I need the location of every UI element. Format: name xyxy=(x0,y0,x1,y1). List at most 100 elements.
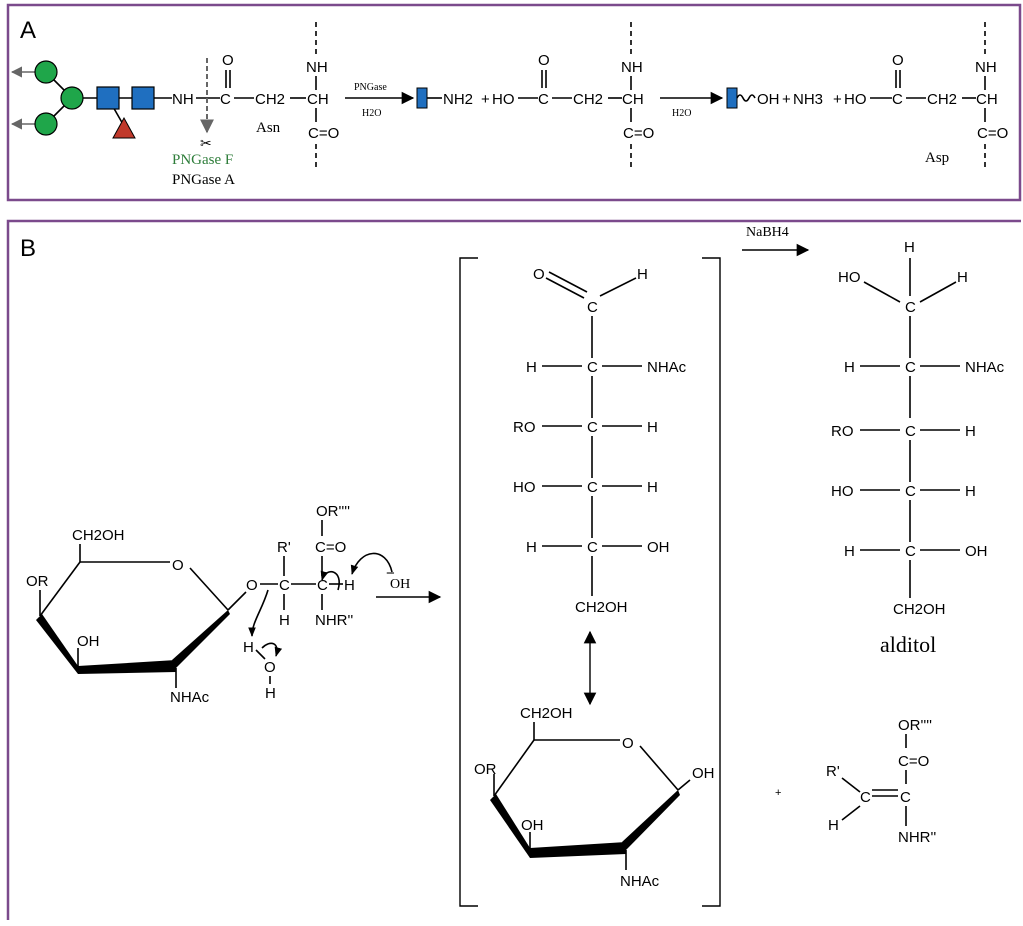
svg-text:C: C xyxy=(220,91,231,108)
svg-text:NHAc: NHAc xyxy=(965,359,1005,376)
panel-a-frame xyxy=(6,3,1022,202)
svg-text:NHAc: NHAc xyxy=(647,359,687,376)
reactant-glcnac-ring xyxy=(36,544,247,688)
svg-text:H: H xyxy=(828,817,839,834)
svg-text:C: C xyxy=(317,577,328,594)
arrow1-water: H2O xyxy=(362,108,381,119)
svg-text:C: C xyxy=(905,483,916,500)
panel-a-label: A xyxy=(20,17,36,44)
svg-text:OR'''': OR'''' xyxy=(898,717,932,734)
svg-text:CH2OH: CH2OH xyxy=(72,527,125,544)
cyclic-glcnac-ring xyxy=(490,722,691,870)
glycan-square xyxy=(416,87,428,109)
svg-text:OR'''': OR'''' xyxy=(316,503,350,520)
svg-text:NHR'': NHR'' xyxy=(898,829,936,846)
svg-text:HO: HO xyxy=(838,269,861,286)
svg-text:CH2: CH2 xyxy=(927,91,957,108)
svg-text:C=O: C=O xyxy=(315,539,346,556)
svg-text:NHAc: NHAc xyxy=(620,873,660,890)
svg-text:RO: RO xyxy=(831,423,854,440)
panel-b-frame xyxy=(6,219,1021,920)
svg-text:C: C xyxy=(279,577,290,594)
plus-sign: + xyxy=(775,787,781,799)
svg-text:H: H xyxy=(647,419,658,436)
pngase-a-label: PNGase A xyxy=(172,172,235,188)
svg-text:H: H xyxy=(957,269,968,286)
svg-text:C: C xyxy=(587,539,598,556)
svg-text:CH2OH: CH2OH xyxy=(575,599,628,616)
svg-text:H: H xyxy=(526,539,537,556)
bracket-right xyxy=(702,257,721,907)
svg-text:CH2: CH2 xyxy=(255,91,285,108)
svg-text:O: O xyxy=(892,52,904,69)
svg-text:H: H xyxy=(243,639,254,656)
svg-text:OH: OH xyxy=(965,543,988,560)
glycan-square-2 xyxy=(726,87,738,109)
svg-text:HO: HO xyxy=(513,479,536,496)
wavy-bond xyxy=(736,94,756,102)
arrow2-water: H2O xyxy=(672,108,691,119)
svg-text:HO: HO xyxy=(844,91,867,108)
svg-text:HO: HO xyxy=(492,91,515,108)
dehydro-product: OR'''' C=O R' C C H NHR'' xyxy=(826,717,936,846)
svg-text:H: H xyxy=(279,612,290,629)
curved-arrow-bond xyxy=(320,570,340,591)
svg-text:C: C xyxy=(905,359,916,376)
svg-text:C=O: C=O xyxy=(308,125,339,142)
scissors-icon: ✂ xyxy=(200,135,212,151)
svg-text:+: + xyxy=(782,91,791,108)
svg-text:H: H xyxy=(844,359,855,376)
svg-text:CH2OH: CH2OH xyxy=(520,705,573,722)
svg-text:R': R' xyxy=(277,539,291,556)
svg-text:H: H xyxy=(965,483,976,500)
svg-text:OH: OH xyxy=(692,765,715,782)
svg-text:H: H xyxy=(344,577,355,594)
mannose-circle-bottom xyxy=(34,112,58,136)
svg-text:O: O xyxy=(264,659,276,676)
svg-text:−: − xyxy=(386,565,395,582)
svg-text:H: H xyxy=(844,543,855,560)
curved-arrow-hydroxide xyxy=(350,552,393,575)
fucose-triangle xyxy=(112,116,136,139)
pngase-f-label: PNGase F xyxy=(172,152,233,168)
glcnac-square-1 xyxy=(96,86,120,110)
alditol-label: alditol xyxy=(880,632,936,657)
svg-text:C: C xyxy=(905,423,916,440)
svg-text:H: H xyxy=(904,239,915,256)
svg-text:+: + xyxy=(833,91,842,108)
mannose-circle-core xyxy=(60,86,84,110)
mannose-circle-top xyxy=(34,60,58,84)
asn-nh: NH xyxy=(172,91,194,108)
svg-text:NH: NH xyxy=(621,59,643,76)
svg-text:RO: RO xyxy=(513,419,536,436)
svg-text:NHAc: NHAc xyxy=(170,689,210,706)
bracket-left xyxy=(459,257,478,907)
svg-text:C: C xyxy=(587,479,598,496)
svg-text:O: O xyxy=(622,735,634,752)
svg-text:H: H xyxy=(965,423,976,440)
svg-text:H: H xyxy=(647,479,658,496)
reagent-label: NaBH4 xyxy=(746,225,789,240)
svg-text:H: H xyxy=(265,685,276,702)
open-chain-glcnac: O H C H C NHAc RO C H HO C H H C OH CH2O… xyxy=(513,266,687,616)
svg-text:R': R' xyxy=(826,763,840,780)
svg-text:H: H xyxy=(637,266,648,283)
svg-text:C=O: C=O xyxy=(898,753,929,770)
alditol-structure: H HO H C H C NHAc RO C H HO C H H C OH C… xyxy=(831,239,1005,618)
svg-text:OH: OH xyxy=(647,539,670,556)
svg-text:NHR'': NHR'' xyxy=(315,612,353,629)
svg-text:C=O: C=O xyxy=(977,125,1008,142)
svg-text:C: C xyxy=(905,543,916,560)
svg-text:OH: OH xyxy=(521,817,544,834)
curved-arrow-water xyxy=(261,642,283,657)
asn-label: Asn xyxy=(256,120,281,136)
svg-text:C=O: C=O xyxy=(623,125,654,142)
svg-text:CH: CH xyxy=(307,91,329,108)
svg-text:HO: HO xyxy=(831,483,854,500)
svg-text:O: O xyxy=(246,577,258,594)
panel-b-label: B xyxy=(20,235,36,262)
svg-text:C: C xyxy=(892,91,903,108)
hydroxide-label: OH xyxy=(390,577,410,592)
svg-text:NH3: NH3 xyxy=(793,91,823,108)
